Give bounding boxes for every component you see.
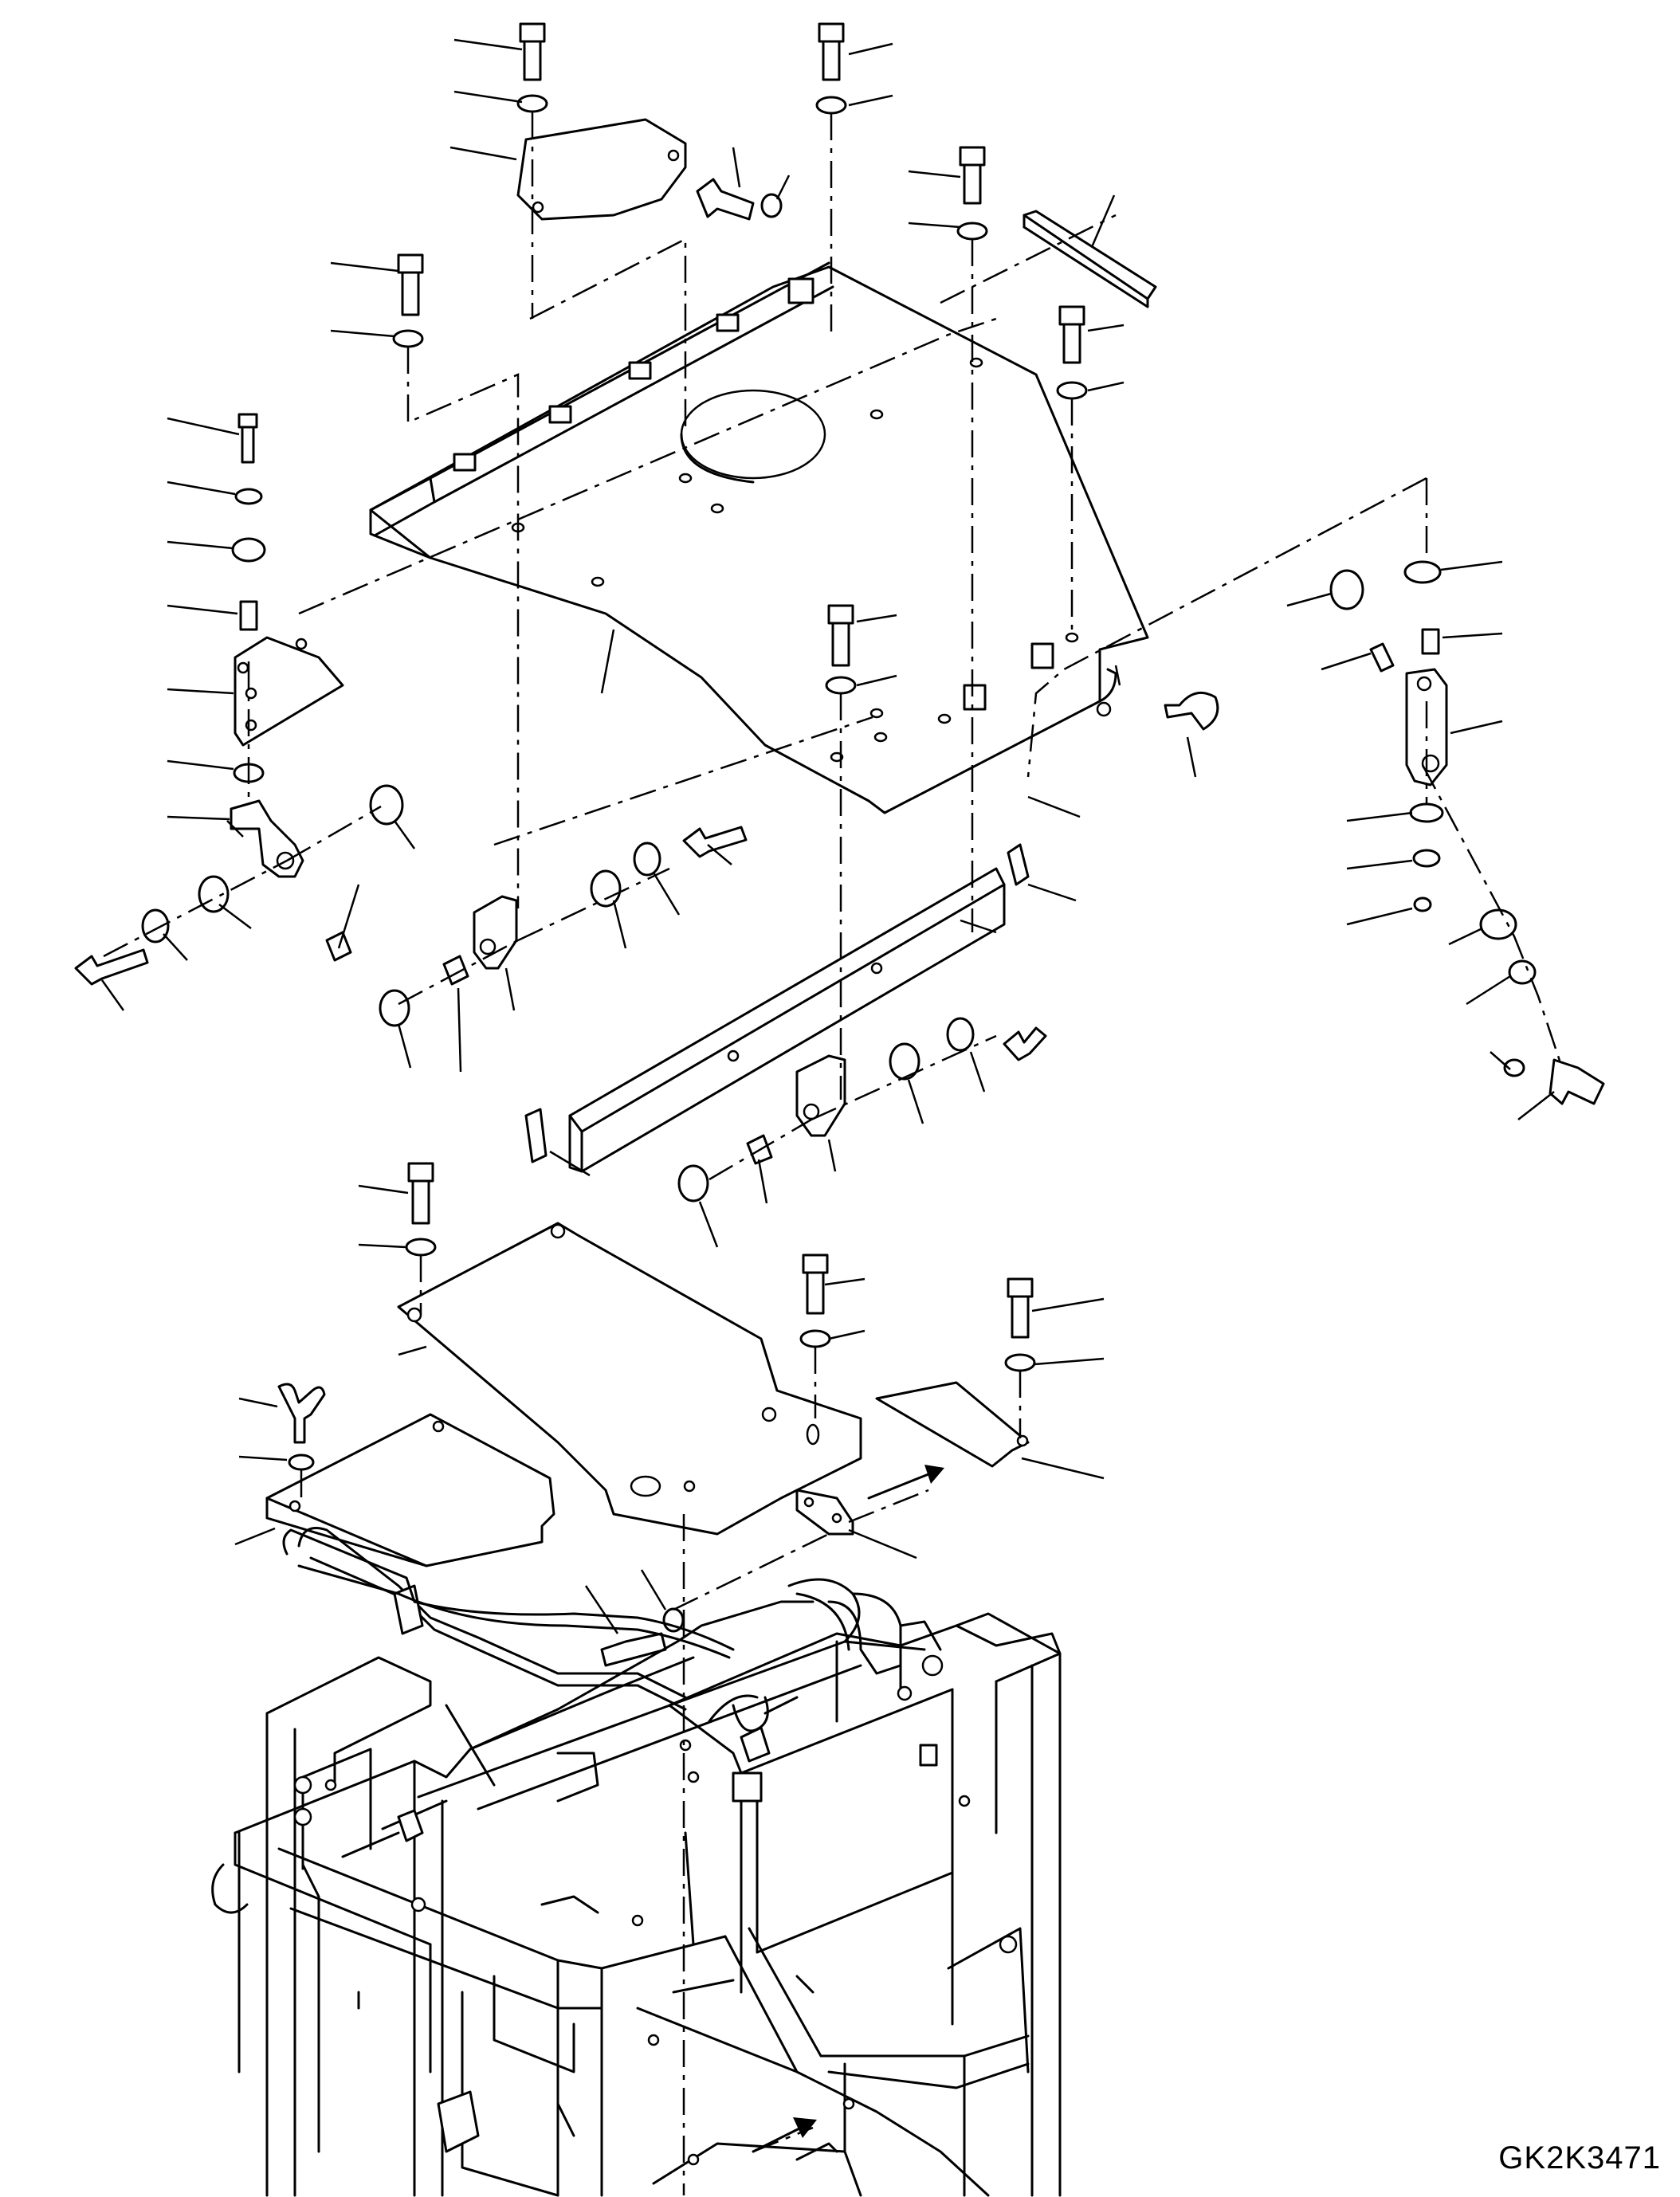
hose (282, 1528, 735, 1659)
lower-cover-small-right (875, 1381, 1030, 1468)
main-cover-plate (369, 261, 1149, 814)
center-lines (103, 112, 1564, 2195)
lower-cover-small-left (265, 1413, 555, 1567)
leader-lines (100, 38, 1555, 1634)
small-bracket (795, 1489, 854, 1536)
bracket-center (473, 895, 518, 970)
direction-arrows (752, 1465, 944, 2153)
machine-frame (211, 1527, 1062, 2197)
rubber-strip (1023, 210, 1157, 308)
lower-cover-large (397, 1222, 862, 1536)
bolts (74, 22, 1605, 1667)
bracket-left-lower (230, 799, 304, 878)
bracket-center-right (795, 1054, 846, 1137)
bottom-rail (524, 843, 1030, 1173)
inspection-cover (516, 118, 687, 221)
drawing-code-label: GK2K3471 (1498, 2140, 1661, 2175)
bracket-left-plate (234, 636, 344, 747)
